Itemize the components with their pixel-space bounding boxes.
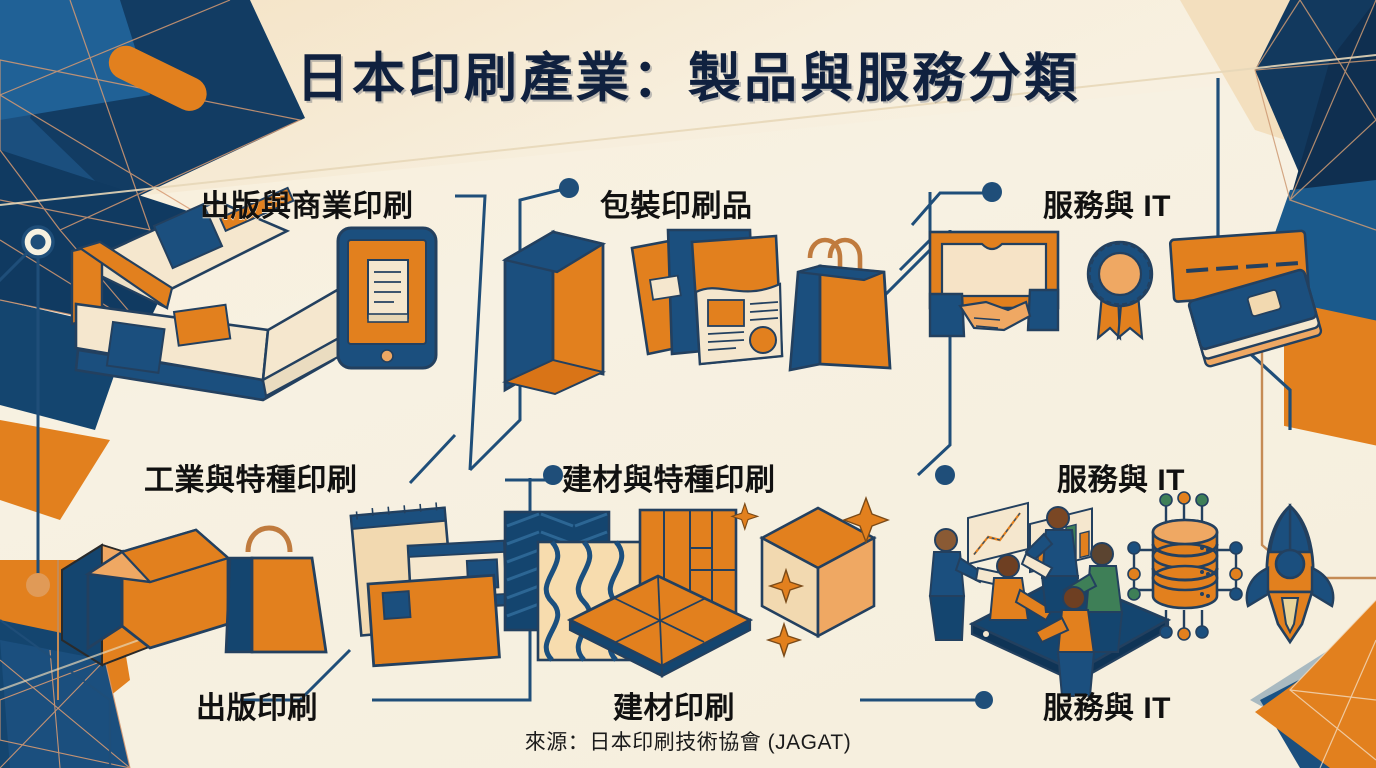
dot-services-mid xyxy=(935,465,955,485)
illustration-industrial-set xyxy=(84,502,509,668)
source-caption: 來源：日本印刷技術協會 (JAGAT) xyxy=(524,731,852,754)
page-title: 日本印刷產業：製品與服務分類 xyxy=(296,49,1080,108)
illustration-books-and-tablet xyxy=(70,186,438,402)
dot-building xyxy=(543,465,563,485)
connector-dots xyxy=(21,178,1002,709)
hub-node-orange xyxy=(26,573,50,597)
dot-packaging xyxy=(559,178,579,198)
illustration-services-set xyxy=(928,229,1323,368)
label-industrial-special-printing: 工業與特種印刷 xyxy=(144,464,358,497)
label-services-and-it-mid: 服務與 IT xyxy=(1057,464,1185,497)
illustration-packaging-set xyxy=(501,228,892,396)
label-packaging-printed-goods: 包裝印刷品 xyxy=(600,190,753,223)
label-publishing-printing: 出版印刷 xyxy=(196,692,318,725)
dot-services-top xyxy=(982,182,1002,202)
illustration-building-material-set xyxy=(503,496,890,678)
label-services-and-it-top: 服務與 IT xyxy=(1043,190,1171,223)
hub-node-inner xyxy=(30,234,46,250)
label-building-material-printing: 建材印刷 xyxy=(613,692,735,725)
illustration-it-set xyxy=(928,491,1335,697)
label-services-and-it-bottom: 服務與 IT xyxy=(1043,692,1171,725)
label-building-material-special-printing: 建材與特種印刷 xyxy=(562,464,776,497)
dot-services-bottom xyxy=(975,691,993,709)
corner-decoration-bottom-right xyxy=(1250,599,1376,768)
sparkle-icon xyxy=(730,496,890,659)
label-publishing-commercial-printing: 出版與商業印刷 xyxy=(200,190,414,223)
